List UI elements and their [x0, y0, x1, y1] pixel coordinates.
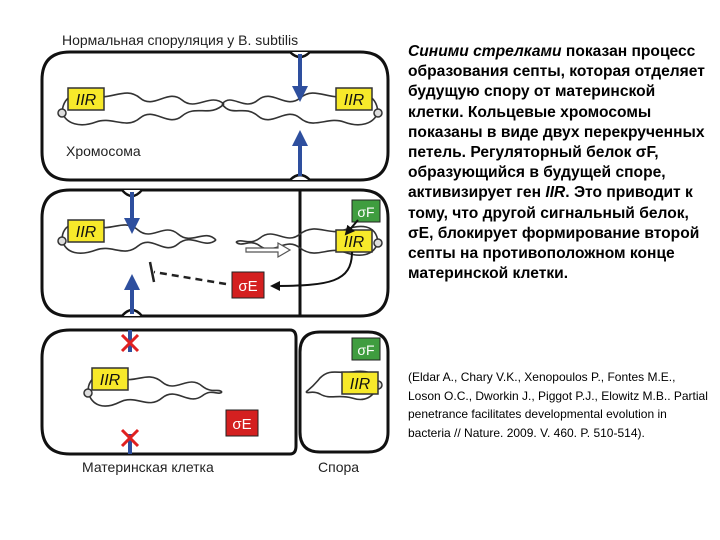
gene-label: IIR	[100, 372, 121, 389]
gene-box	[341, 371, 379, 395]
panel-second-septum-blocked: IIR IIR σF σE	[40, 328, 390, 456]
description-part1: показан процесс образования септы, котор…	[408, 43, 705, 202]
gene-box	[91, 367, 129, 391]
sigma-e-box	[231, 271, 265, 299]
origin-marker	[83, 388, 93, 398]
block-x-icon	[120, 333, 140, 353]
mother-cell-outline	[40, 50, 300, 182]
mother-cell-label: Материнская клетка	[82, 459, 214, 475]
gene-box	[335, 87, 373, 111]
gene-label: IIR	[350, 376, 371, 393]
description-lead: Синими стрелками	[408, 43, 562, 60]
sigma-e-label: σE	[238, 278, 257, 295]
diagram-title: Нормальная споруляция у B. subtilis	[62, 32, 298, 48]
gene-label: IIR	[76, 92, 97, 109]
gene-box	[67, 219, 105, 243]
gene-label: IIR	[344, 234, 365, 251]
sporulation-diagram: Нормальная споруляция у B. subtilis IIR …	[40, 32, 390, 475]
origin-marker	[373, 108, 383, 118]
origin-marker	[57, 236, 67, 246]
mother-cell-outline	[40, 328, 298, 456]
forespore-outline	[300, 50, 390, 182]
sigma-e-box	[225, 409, 259, 437]
sigma-f-activation-arrow	[344, 219, 359, 236]
chromosome-forespore	[235, 225, 379, 256]
panel-normal-division: IIR IIR Хромосома	[40, 50, 390, 182]
spore-label: Спора	[318, 459, 359, 475]
sigma-f-label: σF	[357, 342, 374, 358]
sigma-f-label: σF	[357, 204, 374, 220]
gene-label: IIR	[344, 92, 365, 109]
description-text: Синими стрелками показан процесс образов…	[408, 42, 708, 284]
spore-outline	[298, 330, 390, 454]
description-gene: IIR	[545, 184, 566, 202]
gene-label: IIR	[76, 224, 97, 241]
chromosome-label: Хромосома	[66, 143, 141, 159]
reference-citation: (Eldar A., Chary V.K., Xenopoulos P., Fo…	[408, 370, 708, 440]
description-part2: . Это приводит к тому, что другой сигнал…	[408, 184, 700, 283]
transcription-arrow	[245, 241, 292, 259]
forespore-outline	[300, 188, 390, 318]
inhibition-line	[153, 270, 227, 286]
panel-sigma-activation: IIR IIR σF σE	[40, 188, 390, 318]
sigma-f-box	[351, 337, 381, 361]
origin-marker	[373, 238, 383, 248]
mother-cell-outline	[40, 188, 300, 318]
sigma-e-signal-arrow	[270, 251, 353, 291]
inhibition-bar	[148, 261, 156, 283]
block-x-icon	[120, 428, 140, 448]
gene-box	[67, 87, 105, 111]
sigma-f-box	[351, 199, 381, 223]
sigma-e-label: σE	[232, 416, 251, 433]
origin-marker	[57, 108, 67, 118]
